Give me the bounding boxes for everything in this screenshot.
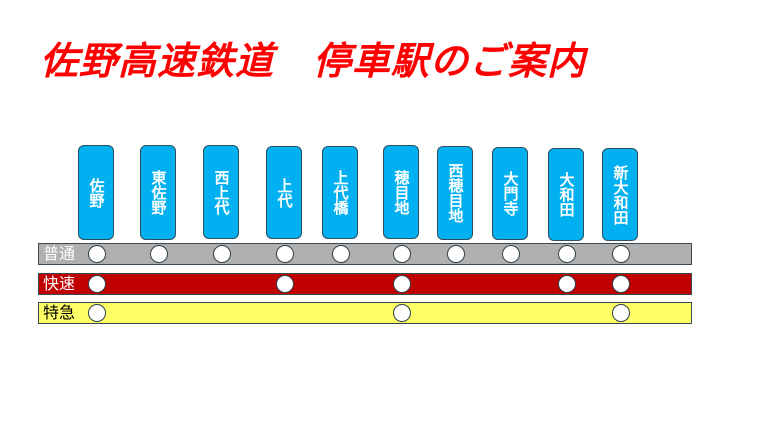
station-4: 上代橋 — [322, 146, 358, 239]
stop-marker — [393, 244, 411, 263]
stop-marker — [150, 244, 168, 263]
page-title: 佐野高速鉄道 停車駅のご案内 — [40, 39, 587, 83]
stop-marker — [612, 303, 630, 322]
station-6: 西穂目地 — [437, 146, 473, 240]
stop-marker — [447, 244, 465, 263]
service-bar-1: 快速 — [38, 273, 692, 295]
stop-marker — [276, 274, 294, 293]
station-8: 大和田 — [548, 148, 584, 241]
station-0: 佐野 — [78, 145, 114, 240]
stop-marker — [88, 274, 106, 293]
station-7: 大門寺 — [492, 147, 528, 240]
station-1: 東佐野 — [140, 145, 176, 240]
station-9: 新大和田 — [602, 148, 638, 241]
stop-marker — [276, 244, 294, 263]
stop-marker — [393, 303, 411, 322]
stop-marker — [558, 274, 576, 293]
service-label: 普通 — [43, 244, 76, 263]
service-bar-2: 特急 — [38, 302, 692, 324]
station-2: 西上代 — [203, 145, 239, 239]
stop-marker — [213, 244, 231, 263]
stop-marker — [558, 244, 576, 263]
stop-marker — [88, 303, 106, 322]
stop-marker — [612, 274, 630, 293]
stop-marker — [502, 244, 520, 263]
stop-marker — [612, 244, 630, 263]
service-label: 快速 — [43, 274, 76, 293]
stop-marker — [88, 244, 106, 263]
service-bar-0: 普通 — [38, 243, 692, 265]
service-label: 特急 — [43, 303, 76, 322]
stop-marker — [332, 244, 350, 263]
stop-marker — [393, 274, 411, 293]
station-5: 穂目地 — [383, 145, 419, 239]
station-3: 上代 — [266, 146, 302, 239]
